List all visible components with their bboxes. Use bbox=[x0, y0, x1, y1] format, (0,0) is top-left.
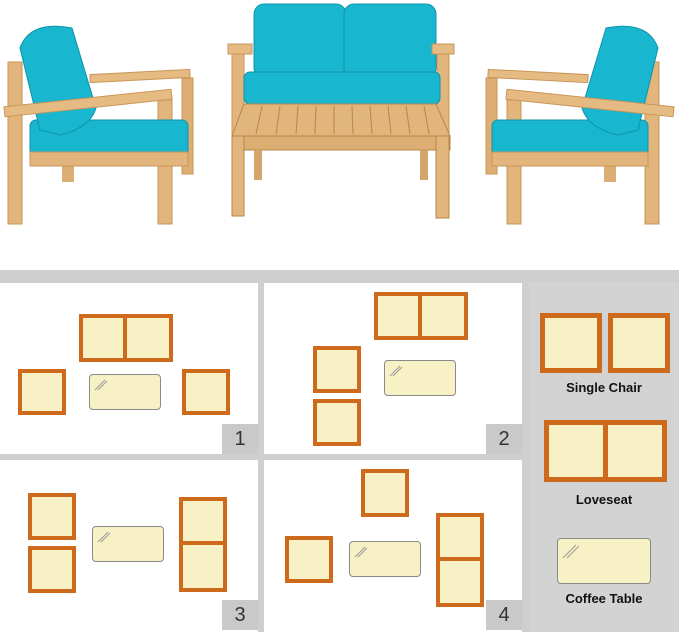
legend-single-chair-icon bbox=[608, 313, 670, 373]
layout-number: 1 bbox=[222, 424, 258, 454]
layout-panel-1: 1 bbox=[0, 283, 258, 454]
legend-label-coffee-table: Coffee Table bbox=[565, 591, 643, 606]
legend-coffee-table-icon bbox=[557, 538, 651, 584]
legend-loveseat-left-seat bbox=[544, 420, 608, 482]
layout-panel-2: 2 bbox=[264, 283, 522, 454]
loveseat-left-seat bbox=[374, 292, 422, 340]
coffee-table bbox=[349, 541, 421, 577]
layout-number: 3 bbox=[222, 600, 258, 630]
single-chair bbox=[182, 369, 230, 415]
legend-loveseat-right-seat bbox=[603, 420, 667, 482]
legend-label-single-chair: Single Chair bbox=[566, 380, 642, 395]
legend-single-chair-icon bbox=[540, 313, 602, 373]
loveseat-top-seat bbox=[436, 513, 484, 561]
single-chair bbox=[313, 346, 361, 393]
loveseat-left-seat bbox=[79, 314, 127, 362]
single-chair bbox=[28, 493, 76, 540]
product-photo bbox=[0, 0, 679, 270]
layout-number: 2 bbox=[486, 424, 522, 454]
legend-label-loveseat: Loveseat bbox=[575, 492, 633, 507]
loveseat-right-seat bbox=[123, 314, 173, 362]
loveseat-right-seat bbox=[418, 292, 468, 340]
single-chair bbox=[18, 369, 66, 415]
layout-panel-4: 4 bbox=[264, 460, 522, 632]
coffee-table bbox=[89, 374, 161, 410]
single-chair bbox=[285, 536, 333, 583]
single-chair bbox=[28, 546, 76, 593]
loveseat-bottom-seat bbox=[179, 541, 227, 592]
layout-number: 4 bbox=[486, 600, 522, 630]
left-armchair bbox=[3, 25, 194, 225]
coffee-table bbox=[92, 526, 164, 562]
loveseat-top-seat bbox=[179, 497, 227, 545]
single-chair bbox=[313, 399, 361, 446]
coffee-table bbox=[384, 360, 456, 396]
coffee-table bbox=[231, 103, 451, 219]
right-armchair bbox=[485, 25, 675, 225]
legend-panel: Single Chair Loveseat Coffee Table bbox=[529, 282, 679, 632]
loveseat-bottom-seat bbox=[436, 557, 484, 607]
layout-panel-3: 3 bbox=[0, 460, 258, 632]
single-chair bbox=[361, 469, 409, 517]
